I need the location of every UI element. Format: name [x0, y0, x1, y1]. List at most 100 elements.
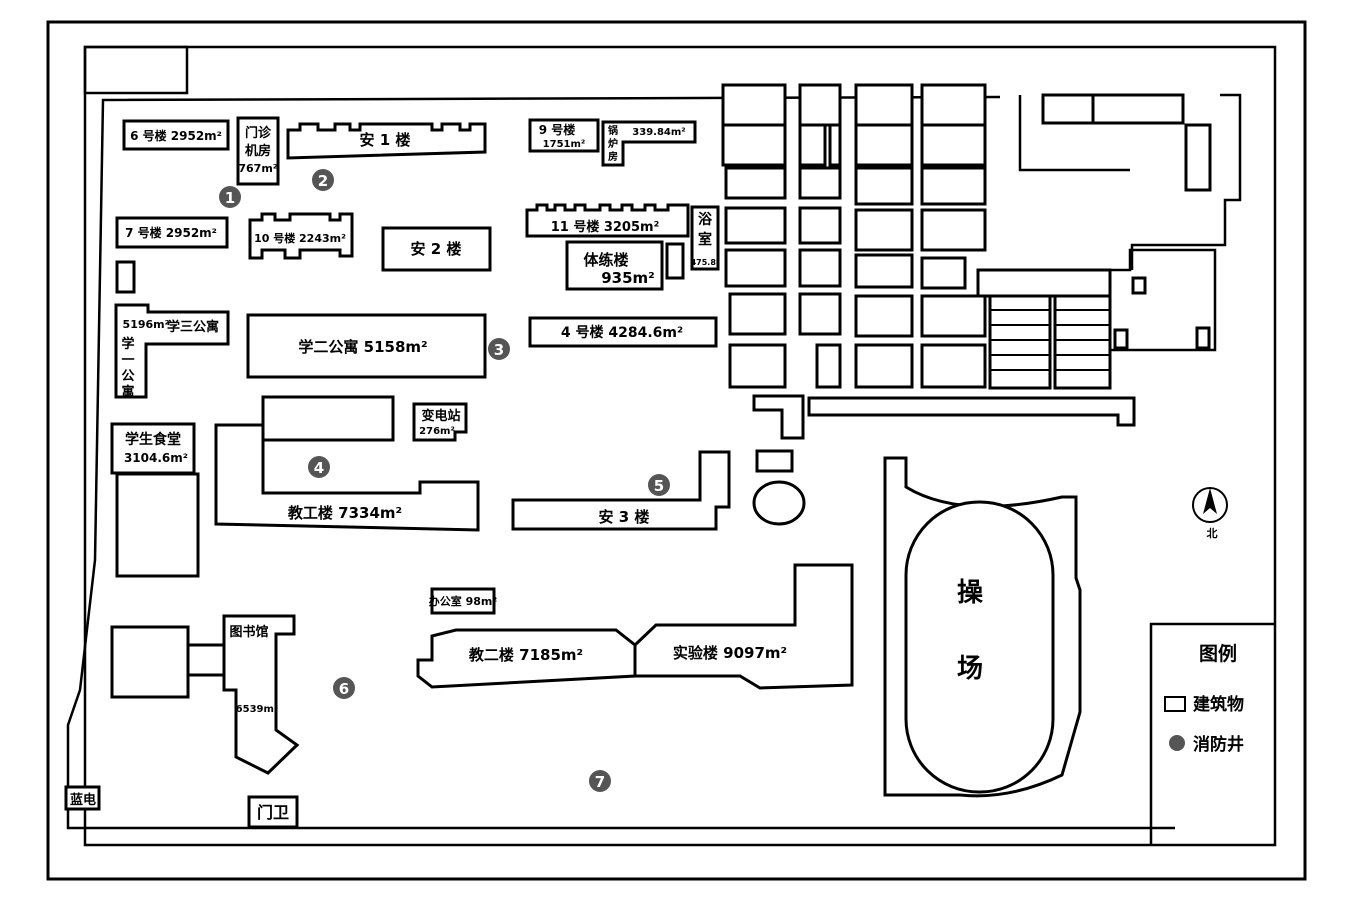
bathhouse — [690, 205, 720, 271]
hydrant-marker-label: 6 — [339, 680, 349, 698]
building-10 — [248, 212, 354, 260]
small-office — [665, 242, 685, 280]
label-an3: 安 3 楼 — [599, 508, 650, 526]
small-structure — [115, 260, 136, 294]
label-gym-1: 体练楼 — [583, 251, 628, 269]
building-lab — [633, 563, 854, 690]
clinic-building — [236, 116, 280, 186]
label-boiler-3: 房 — [608, 150, 618, 163]
label-substation-2: 276m² — [419, 426, 455, 437]
label-boiler-2: 炉 — [608, 137, 618, 150]
label-canteen-2: 3104.6m² — [124, 451, 188, 465]
residential-grid — [721, 83, 1242, 390]
building-4 — [528, 316, 718, 348]
label-an2: 安 2 楼 — [411, 240, 462, 258]
round-structure — [752, 480, 806, 526]
north-arrow-icon — [1192, 487, 1228, 523]
library-building — [222, 614, 300, 775]
label-blue-power: 蓝电 — [70, 792, 96, 808]
label-jiaogong: 教工楼 7334m² — [287, 504, 402, 522]
label-xue3: 学三公寓 — [167, 319, 219, 335]
label-building-10: 10 号楼 2243m² — [254, 231, 346, 245]
label-building-11: 11 号楼 3205m² — [551, 219, 660, 235]
building-an3 — [511, 450, 731, 531]
label-an1: 安 1 楼 — [360, 131, 411, 149]
map-frame — [46, 20, 1307, 881]
building-jiao2 — [416, 628, 637, 689]
label-office: 办公室 98m² — [429, 594, 498, 608]
hydrant-marker-2: 2 — [312, 169, 334, 191]
l-block — [752, 394, 805, 440]
label-building-7: 7 号楼 2952m² — [125, 225, 217, 240]
label-xue1-2: 一 — [121, 353, 134, 368]
building-an2 — [381, 226, 492, 272]
running-track — [904, 500, 1055, 794]
gate-house — [247, 795, 299, 829]
jiaogong-north-wing — [261, 395, 395, 442]
legend-title: 图例 — [1199, 642, 1237, 665]
label-library: 图书馆 — [229, 624, 268, 640]
library-connector — [186, 643, 228, 677]
substation — [412, 402, 468, 442]
library-annex — [110, 625, 190, 699]
label-b9-2: 1751m² — [543, 139, 586, 150]
label-bath-1: 浴 — [698, 211, 713, 228]
hydrant-marker-label: 3 — [494, 341, 504, 359]
building-9 — [528, 118, 600, 153]
campus-boundary-outer — [83, 45, 1277, 847]
office-98 — [430, 587, 496, 615]
building-6 — [122, 119, 230, 151]
label-field-1: 操 — [957, 578, 984, 608]
label-building-6: 6 号楼 2952m² — [130, 128, 222, 143]
boiler-room — [601, 120, 697, 167]
label-xue3-area: 5196m² — [123, 318, 170, 331]
label-clinic-1: 门诊 — [245, 125, 272, 141]
label-xue1-3: 公 — [121, 369, 134, 384]
canteen-annex — [115, 472, 200, 578]
building-7 — [115, 216, 229, 249]
hydrant-marker-label: 1 — [225, 189, 235, 207]
long-block — [807, 396, 1136, 427]
legend-building-label: 建筑物 — [1193, 694, 1244, 715]
hydrant-marker-6: 6 — [333, 677, 355, 699]
hydrant-marker-label: 2 — [318, 172, 328, 190]
label-substation-1: 变电站 — [421, 408, 460, 424]
building-an1 — [286, 122, 487, 160]
label-boiler-1: 锅 — [608, 124, 618, 137]
label-boiler-area: 339.84m² — [632, 127, 685, 138]
label-xue2: 学二公寓 5158m² — [298, 338, 427, 356]
hydrant-marker-label: 5 — [654, 477, 664, 495]
blue-power-box — [64, 785, 101, 811]
gym-building — [565, 240, 664, 291]
legend-hydrant-label: 消防井 — [1193, 734, 1244, 755]
hydrant-marker-3: 3 — [488, 338, 510, 360]
dorm-xue1-xue3 — [114, 303, 230, 399]
label-xue1-4: 寓 — [121, 384, 134, 400]
label-canteen-1: 学生食堂 — [125, 431, 181, 448]
hydrant-marker-7: 7 — [589, 770, 611, 792]
small-block — [755, 449, 794, 473]
dorm-xue2 — [246, 313, 487, 379]
label-clinic-2: 机房 — [245, 143, 271, 159]
building-jiaogong — [214, 423, 480, 532]
label-north: 北 — [1207, 526, 1218, 540]
hydrant-marker-5: 5 — [648, 474, 670, 496]
campus-boundary-inner — [66, 95, 1175, 830]
label-bath-area: 475.8² — [691, 258, 720, 267]
label-library-area: 6539m² — [236, 704, 279, 715]
label-jiao2: 教二楼 7185m² — [468, 646, 583, 664]
label-xue1-1: 学 — [121, 336, 134, 352]
label-building-4: 4 号楼 4284.6m² — [561, 324, 683, 341]
label-gate: 门卫 — [257, 803, 289, 822]
legend-hydrant-swatch — [1169, 735, 1185, 751]
label-gym-2: 935m² — [601, 269, 655, 287]
legend-box — [1149, 622, 1275, 845]
label-b9-1: 9 号楼 — [539, 122, 576, 137]
hydrant-marker-label: 4 — [314, 459, 324, 477]
hydrant-marker-4: 4 — [308, 456, 330, 478]
corner-plot — [83, 45, 189, 95]
legend-building-swatch — [1164, 696, 1186, 712]
label-lab: 实验楼 9097m² — [673, 644, 787, 662]
hydrant-marker-label: 7 — [595, 773, 605, 791]
